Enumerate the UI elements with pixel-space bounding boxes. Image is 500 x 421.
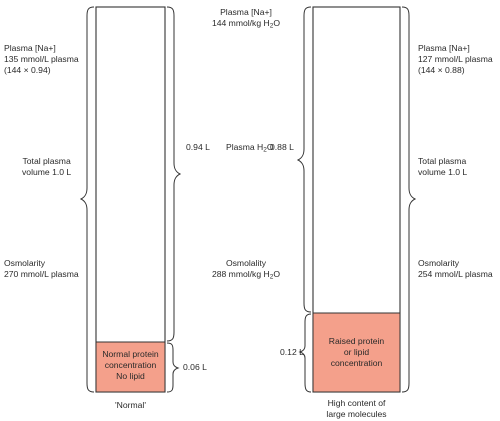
middle-osmolality-label: Osmolality 288 mmol/kg H2O bbox=[196, 258, 296, 283]
right-osmolarity-title: Osmolarity bbox=[418, 258, 460, 268]
right-total-volume-value: volume 1.0 L bbox=[418, 167, 468, 177]
right-box-text: Raised protein or lipid concentration bbox=[313, 336, 400, 369]
left-caption: 'Normal' bbox=[115, 400, 146, 410]
left-box-text-line3: No lipid bbox=[116, 371, 145, 381]
right-water-brace bbox=[296, 6, 312, 313]
middle-plasma-na-title: Plasma [Na+] bbox=[220, 7, 272, 17]
right-caption: High content of large molecules bbox=[313, 398, 400, 420]
right-plasma-na-calc: (144 × 0.88) bbox=[418, 65, 465, 75]
right-caption-line1: High content of bbox=[327, 398, 386, 408]
right-small-brace bbox=[298, 313, 312, 393]
left-plasma-na-title: Plasma [Na+] bbox=[4, 43, 56, 53]
left-total-volume-label: Total plasma volume 1.0 L bbox=[22, 156, 71, 178]
h2o-subscript: 2 bbox=[269, 22, 274, 30]
left-small-compartment bbox=[95, 341, 166, 393]
left-small-volume: 0.06 L bbox=[183, 362, 207, 372]
right-box-text-line3: concentration bbox=[330, 358, 383, 368]
right-osmolarity-label: Osmolarity 254 mmol/L plasma bbox=[418, 258, 493, 280]
left-column-box bbox=[95, 6, 166, 393]
left-osmolarity-value: 270 mmol/L plasma bbox=[4, 269, 79, 279]
left-total-volume-title: Total plasma bbox=[22, 156, 71, 166]
right-total-volume-label: Total plasma volume 1.0 L bbox=[418, 156, 467, 178]
left-plasma-na-label: Plasma [Na+] 135 mmol/L plasma (144 × 0.… bbox=[4, 43, 79, 76]
right-water-volume: 0.88 L bbox=[270, 142, 294, 152]
right-box-text-line2: or lipid bbox=[343, 347, 370, 357]
right-plasma-na-label: Plasma [Na+] 127 mmol/L plasma (144 × 0.… bbox=[418, 43, 493, 76]
right-small-compartment bbox=[312, 312, 401, 393]
left-small-brace bbox=[166, 342, 180, 393]
middle-plasma-na-label: Plasma [Na+] 144 mmol/kg H2O bbox=[196, 7, 296, 32]
right-total-volume-title: Total plasma bbox=[418, 156, 467, 166]
right-plasma-na-title: Plasma [Na+] bbox=[418, 43, 470, 53]
left-box-text-line2: concentration bbox=[104, 360, 157, 370]
middle-plasma-na-value: 144 mmol/kg H2O bbox=[211, 18, 281, 30]
middle-osmolality-value: 288 mmol/kg H2O bbox=[211, 269, 281, 281]
right-plasma-na-value: 127 mmol/L plasma bbox=[418, 54, 493, 64]
left-total-volume-brace bbox=[79, 6, 95, 393]
middle-plasma-h2o-label: Plasma H2O bbox=[226, 142, 274, 154]
right-small-volume: 0.12 L bbox=[280, 347, 304, 357]
right-box-text-line1: Raised protein bbox=[328, 336, 385, 346]
left-osmolarity-label: Osmolarity 270 mmol/L plasma bbox=[4, 258, 79, 280]
right-osmolarity-value: 254 mmol/L plasma bbox=[418, 269, 493, 279]
h2o-subscript: 2 bbox=[269, 273, 274, 281]
left-plasma-na-value: 135 mmol/L plasma bbox=[4, 54, 79, 64]
left-box-text-line1: Normal protein bbox=[102, 349, 159, 359]
left-water-brace bbox=[166, 6, 182, 342]
h2o-subscript: 2 bbox=[263, 146, 267, 154]
left-plasma-na-calc: (144 × 0.94) bbox=[4, 65, 51, 75]
left-water-volume: 0.94 L bbox=[186, 142, 210, 152]
left-box-text: Normal protein concentration No lipid bbox=[96, 349, 165, 382]
left-osmolarity-title: Osmolarity bbox=[4, 258, 46, 268]
middle-osmolality-title: Osmolality bbox=[225, 258, 267, 268]
right-caption-line2: large molecules bbox=[326, 409, 387, 419]
right-total-volume-brace bbox=[401, 6, 417, 393]
left-total-volume-value: volume 1.0 L bbox=[22, 167, 72, 177]
